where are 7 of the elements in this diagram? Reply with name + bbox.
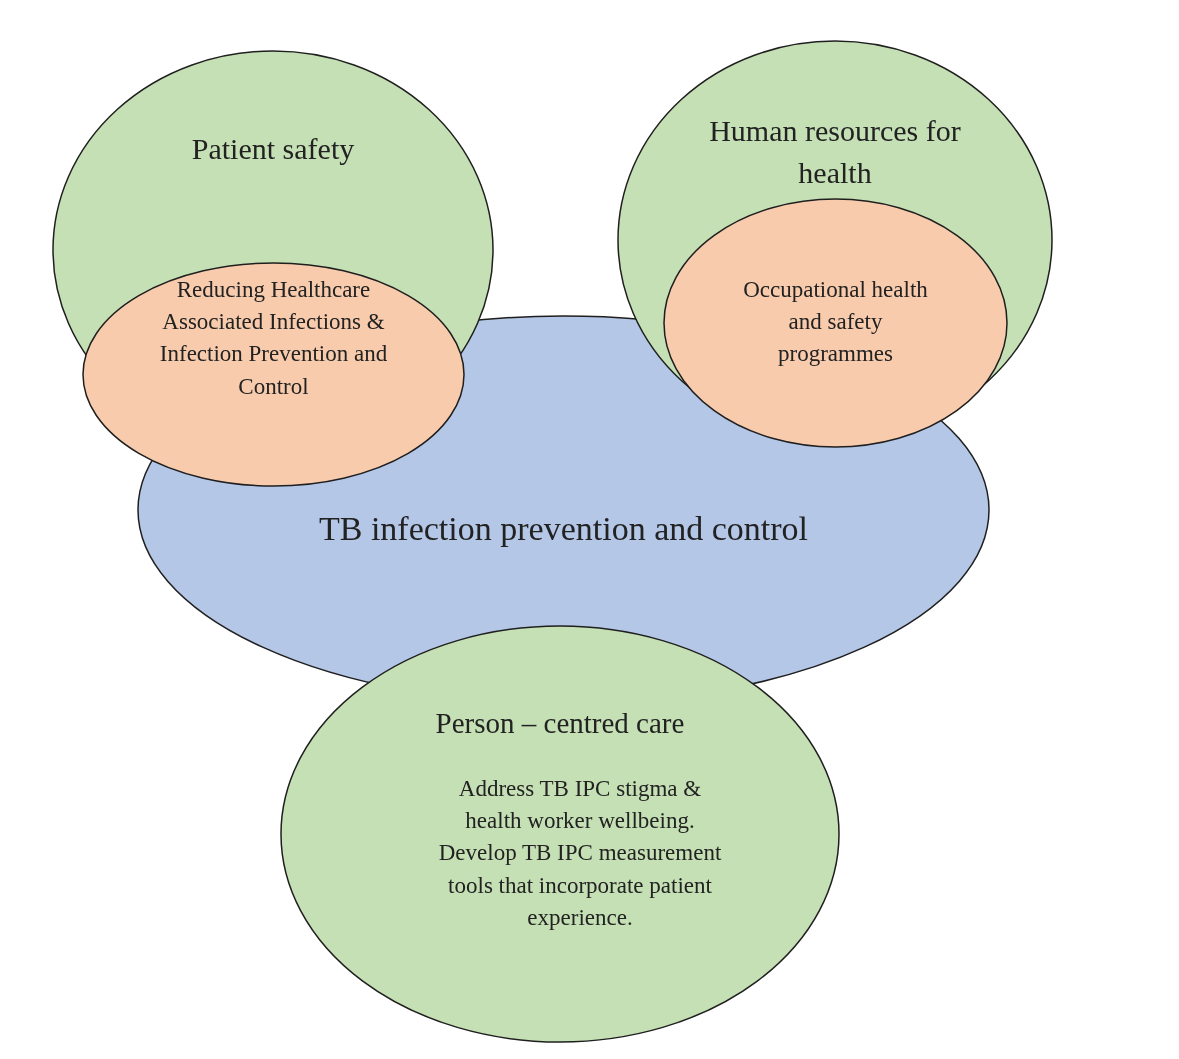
label-text: Reducing Healthcare Associated Infections & Infection Prevention and Control <box>158 276 389 401</box>
heading-text: Person – centred care <box>434 706 686 741</box>
body-text: Address TB IPC stigma & health worker wellbeing. Develop TB IPC measurement tools that incorporate patient experience. <box>437 775 723 932</box>
label-text: Human resources for health <box>708 113 962 191</box>
label-text: TB infection prevention and control <box>317 509 810 549</box>
label-text: Patient safety <box>190 131 356 167</box>
label-text: Occupational health and safety programmes <box>742 276 929 369</box>
